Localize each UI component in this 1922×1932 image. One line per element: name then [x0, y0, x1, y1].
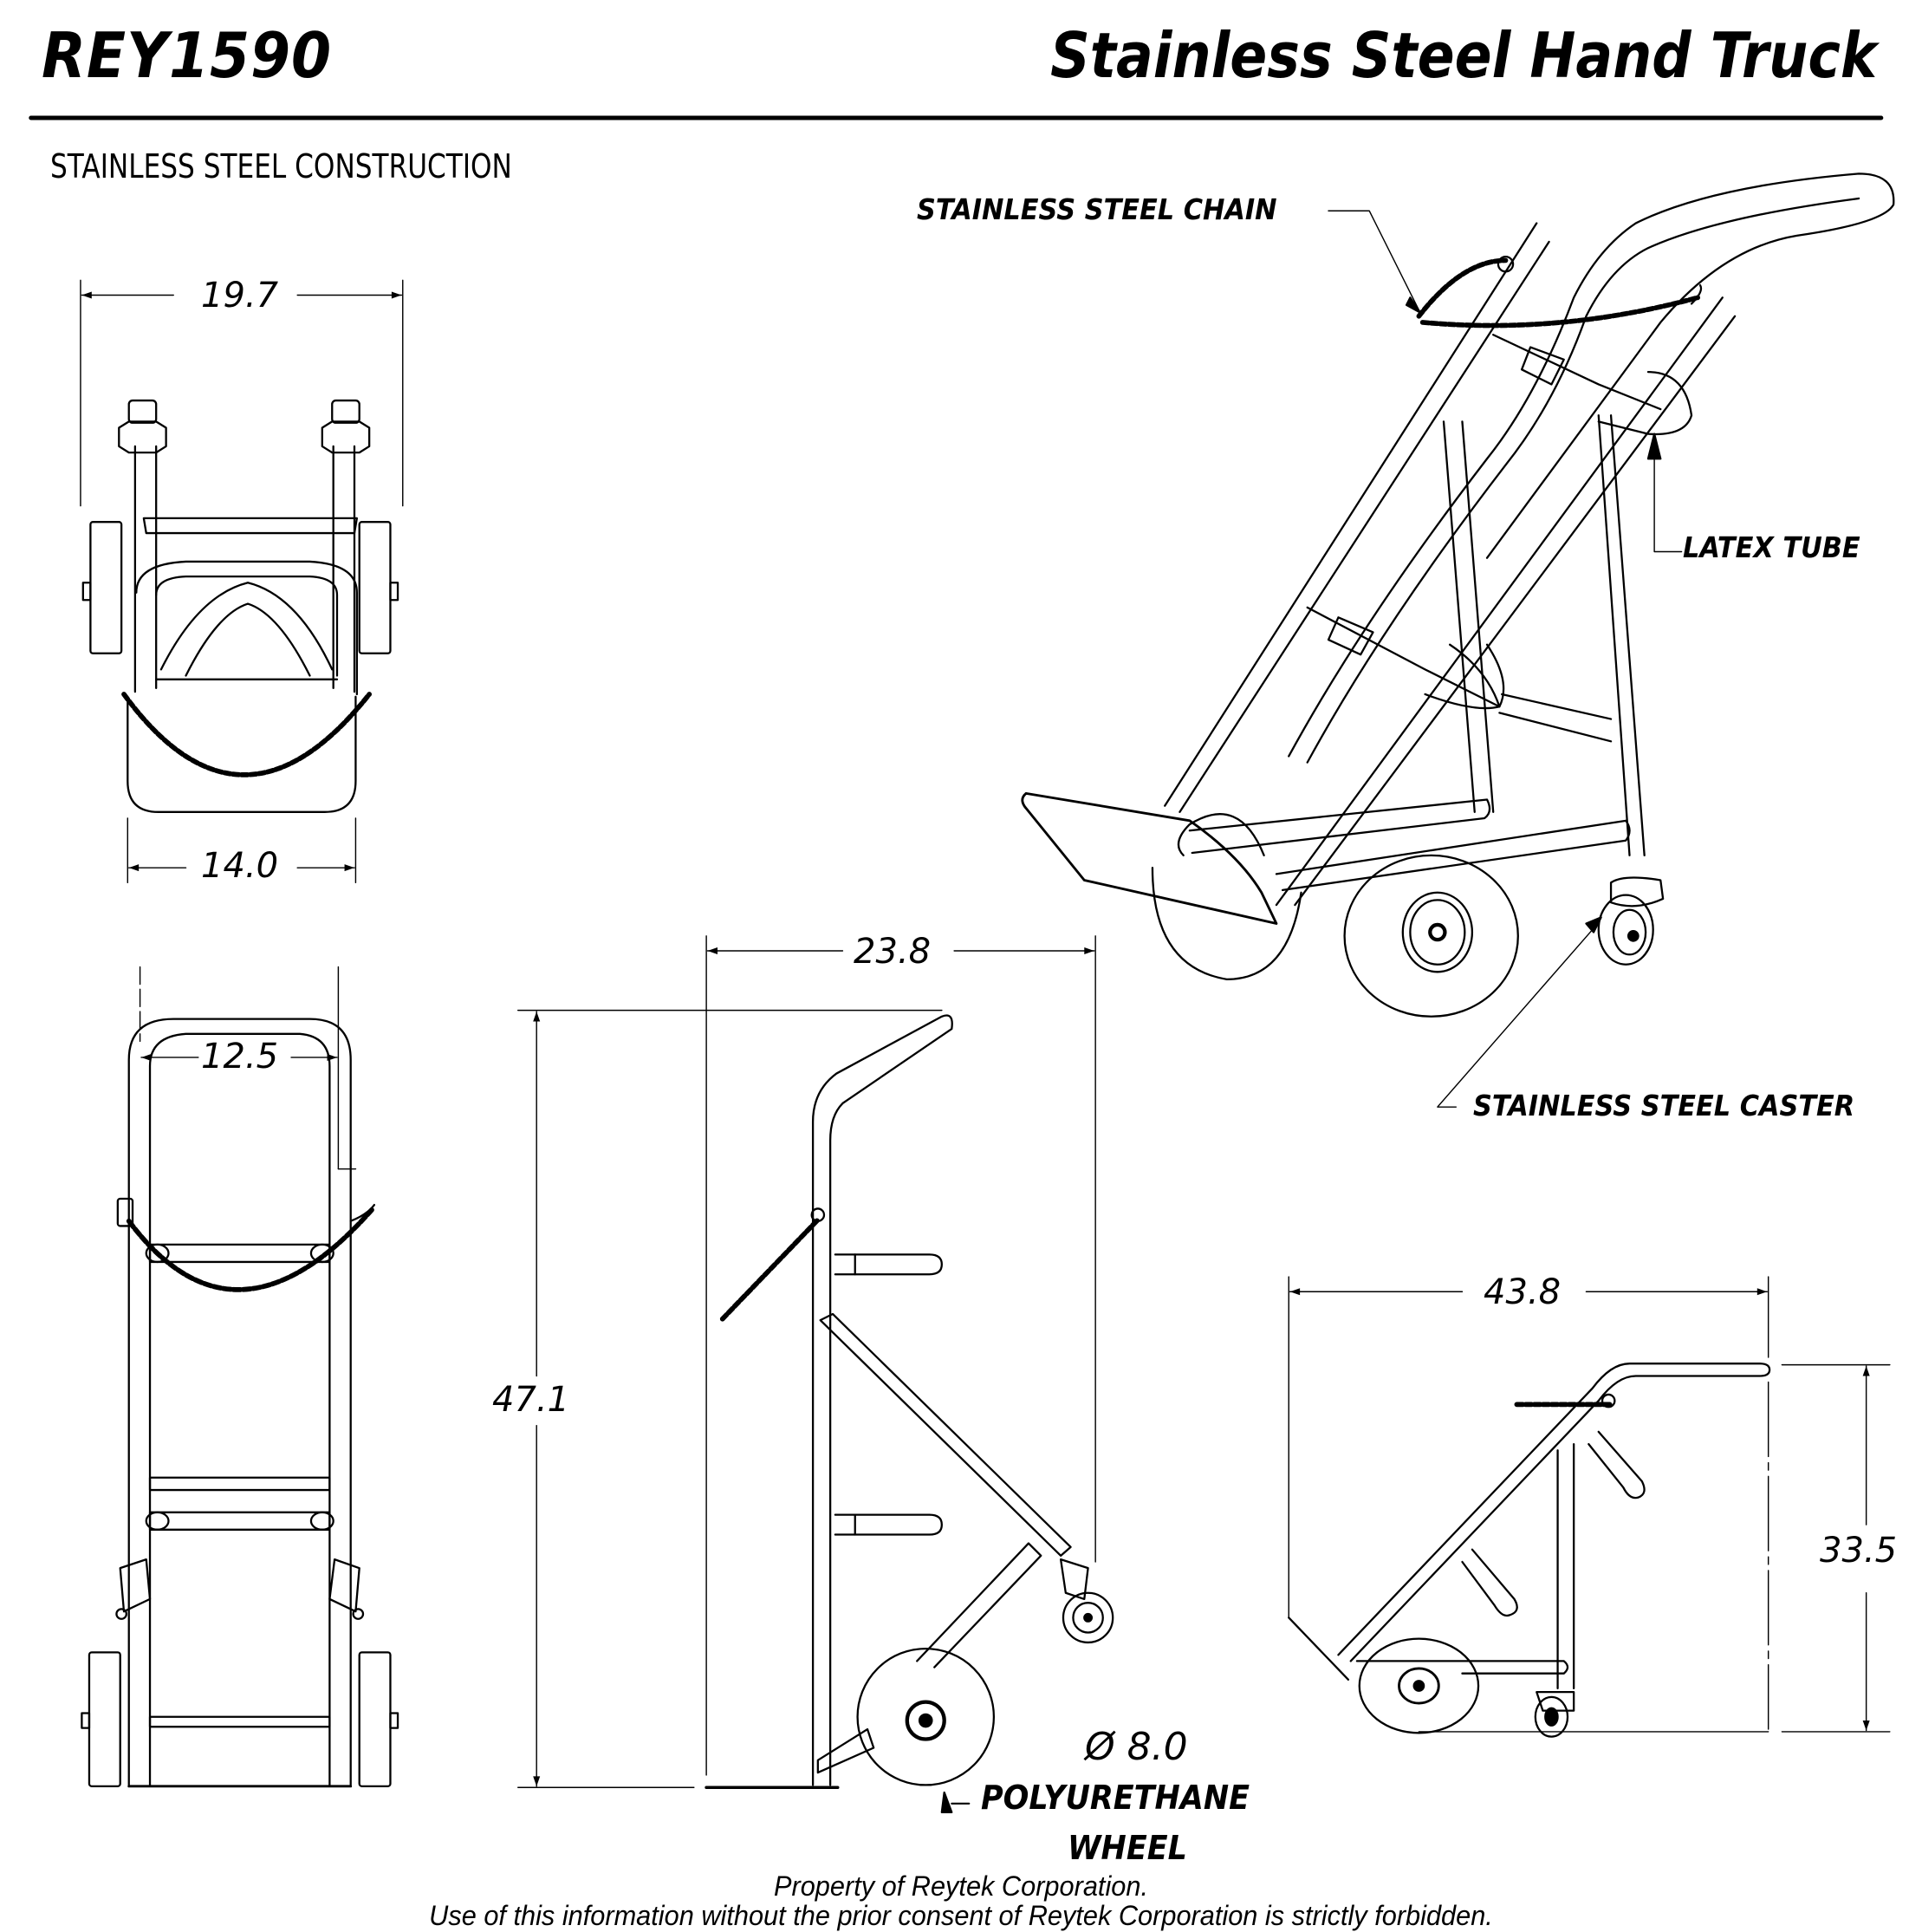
- isometric-view: [1021, 172, 1895, 1108]
- front-view: [81, 966, 399, 1788]
- footer-property-note: Property of Reytek Corporation.: [773, 1870, 1148, 1902]
- dim-tilted-height: 33.5: [1820, 1531, 1898, 1571]
- side-view: [517, 935, 1114, 1814]
- wheel-material-label-2: WHEEL: [1068, 1829, 1187, 1867]
- construction-note: STAINLESS STEEL CONSTRUCTION: [50, 147, 512, 185]
- top-view: [80, 279, 404, 884]
- dim-front-inner-width: 12.5: [201, 1037, 279, 1077]
- part-number: REY1590: [42, 19, 333, 92]
- callout-chain-label: STAINLESS STEEL CHAIN: [917, 192, 1277, 226]
- callout-caster-label: STAINLESS STEEL CASTER: [1473, 1089, 1855, 1122]
- dim-top-overall-width: 19.7: [201, 276, 279, 315]
- wheel-diameter-label: Ø 8.0: [1085, 1725, 1188, 1769]
- callout-latex-tube-label: LATEX TUBE: [1683, 530, 1860, 564]
- dim-top-nose-plate-width: 14.0: [201, 846, 279, 886]
- dim-tilted-length: 43.8: [1484, 1272, 1562, 1312]
- dim-side-depth: 23.8: [854, 932, 932, 972]
- dim-side-height: 47.1: [492, 1380, 570, 1420]
- drawing-title: Stainless Steel Hand Truck: [1050, 19, 1877, 92]
- footer-usage-notice: Use of this information without the prio…: [429, 1900, 1493, 1931]
- wheel-material-label: POLYURETHANE: [981, 1779, 1250, 1817]
- tilted-side-view: [1288, 1276, 1891, 1738]
